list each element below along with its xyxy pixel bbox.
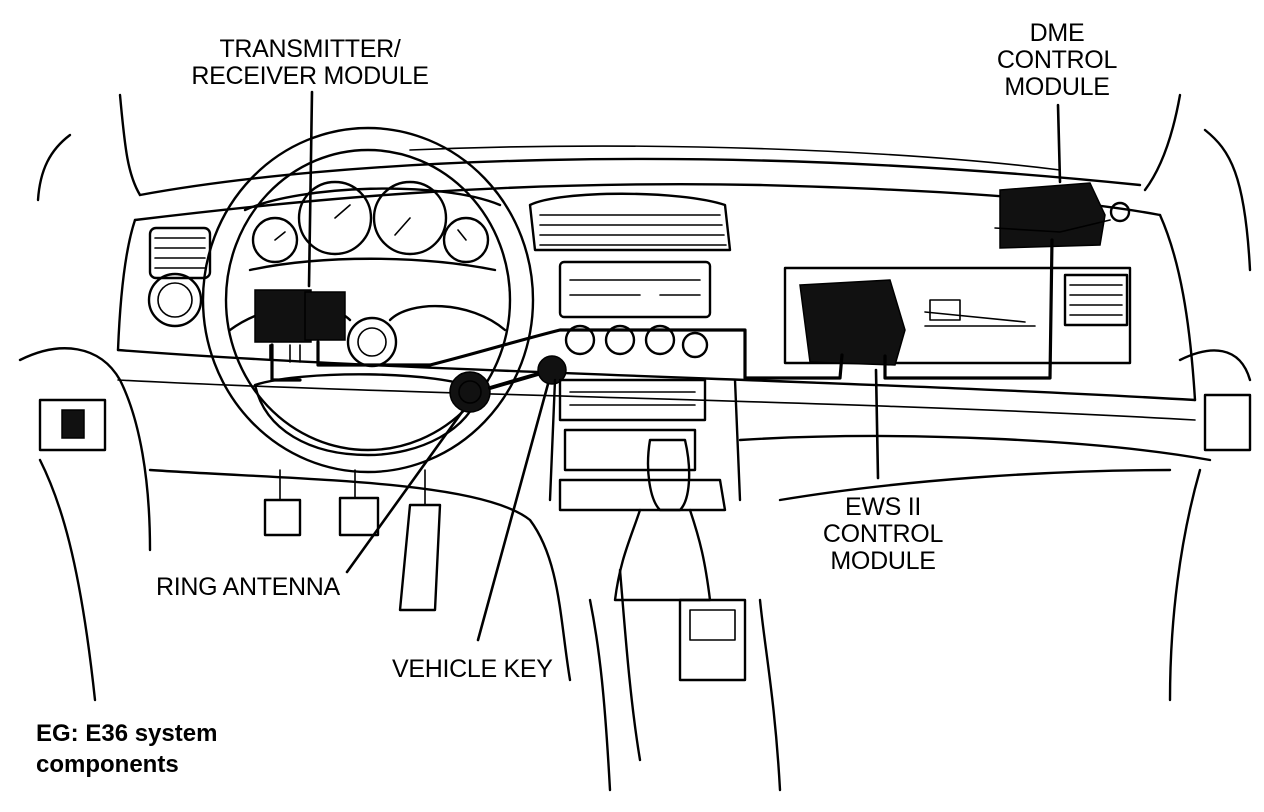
label-transmitter-receiver: TRANSMITTER/ RECEIVER MODULE: [178, 36, 442, 90]
label-vehicle-key: VEHICLE KEY: [392, 655, 553, 683]
label-dme-line1: DME: [1029, 19, 1085, 47]
figure-caption: EG: E36 system components: [36, 718, 217, 780]
label-transmitter-line2: RECEIVER MODULE: [191, 62, 429, 90]
left-air-vent: [147, 226, 212, 328]
pedals: [263, 469, 442, 612]
wiring-harness: [270, 238, 1054, 382]
label-ews-control-module: EWS II CONTROL MODULE: [808, 494, 958, 575]
right-air-vent: [1063, 273, 1129, 327]
instrument-cluster: [243, 180, 502, 272]
door-panels: [18, 347, 1252, 702]
caption-line2: components: [36, 751, 179, 778]
caption-line1: EG: E36 system: [36, 720, 218, 747]
label-ring-antenna: RING ANTENNA: [156, 573, 340, 601]
ring-antenna-ignition: [346, 316, 567, 413]
transmitter-receiver-module: [254, 289, 346, 363]
label-ews-line2: CONTROL: [822, 520, 944, 548]
label-dme-line2: CONTROL: [996, 46, 1118, 74]
leader-lines: [307, 90, 1062, 642]
windshield-frame: [36, 93, 1252, 272]
dme-control-module: [994, 182, 1131, 249]
label-ews-line1: EWS II: [845, 493, 921, 521]
label-ews-line3: MODULE: [830, 547, 936, 575]
gear-shifter: [588, 438, 782, 792]
label-dme-control-module: DME CONTROL MODULE: [972, 20, 1142, 101]
label-dme-line3: MODULE: [1004, 73, 1110, 101]
label-transmitter-line1: TRANSMITTER/: [219, 35, 401, 63]
ews-control-module: [783, 266, 1132, 366]
center-console: [528, 192, 742, 512]
